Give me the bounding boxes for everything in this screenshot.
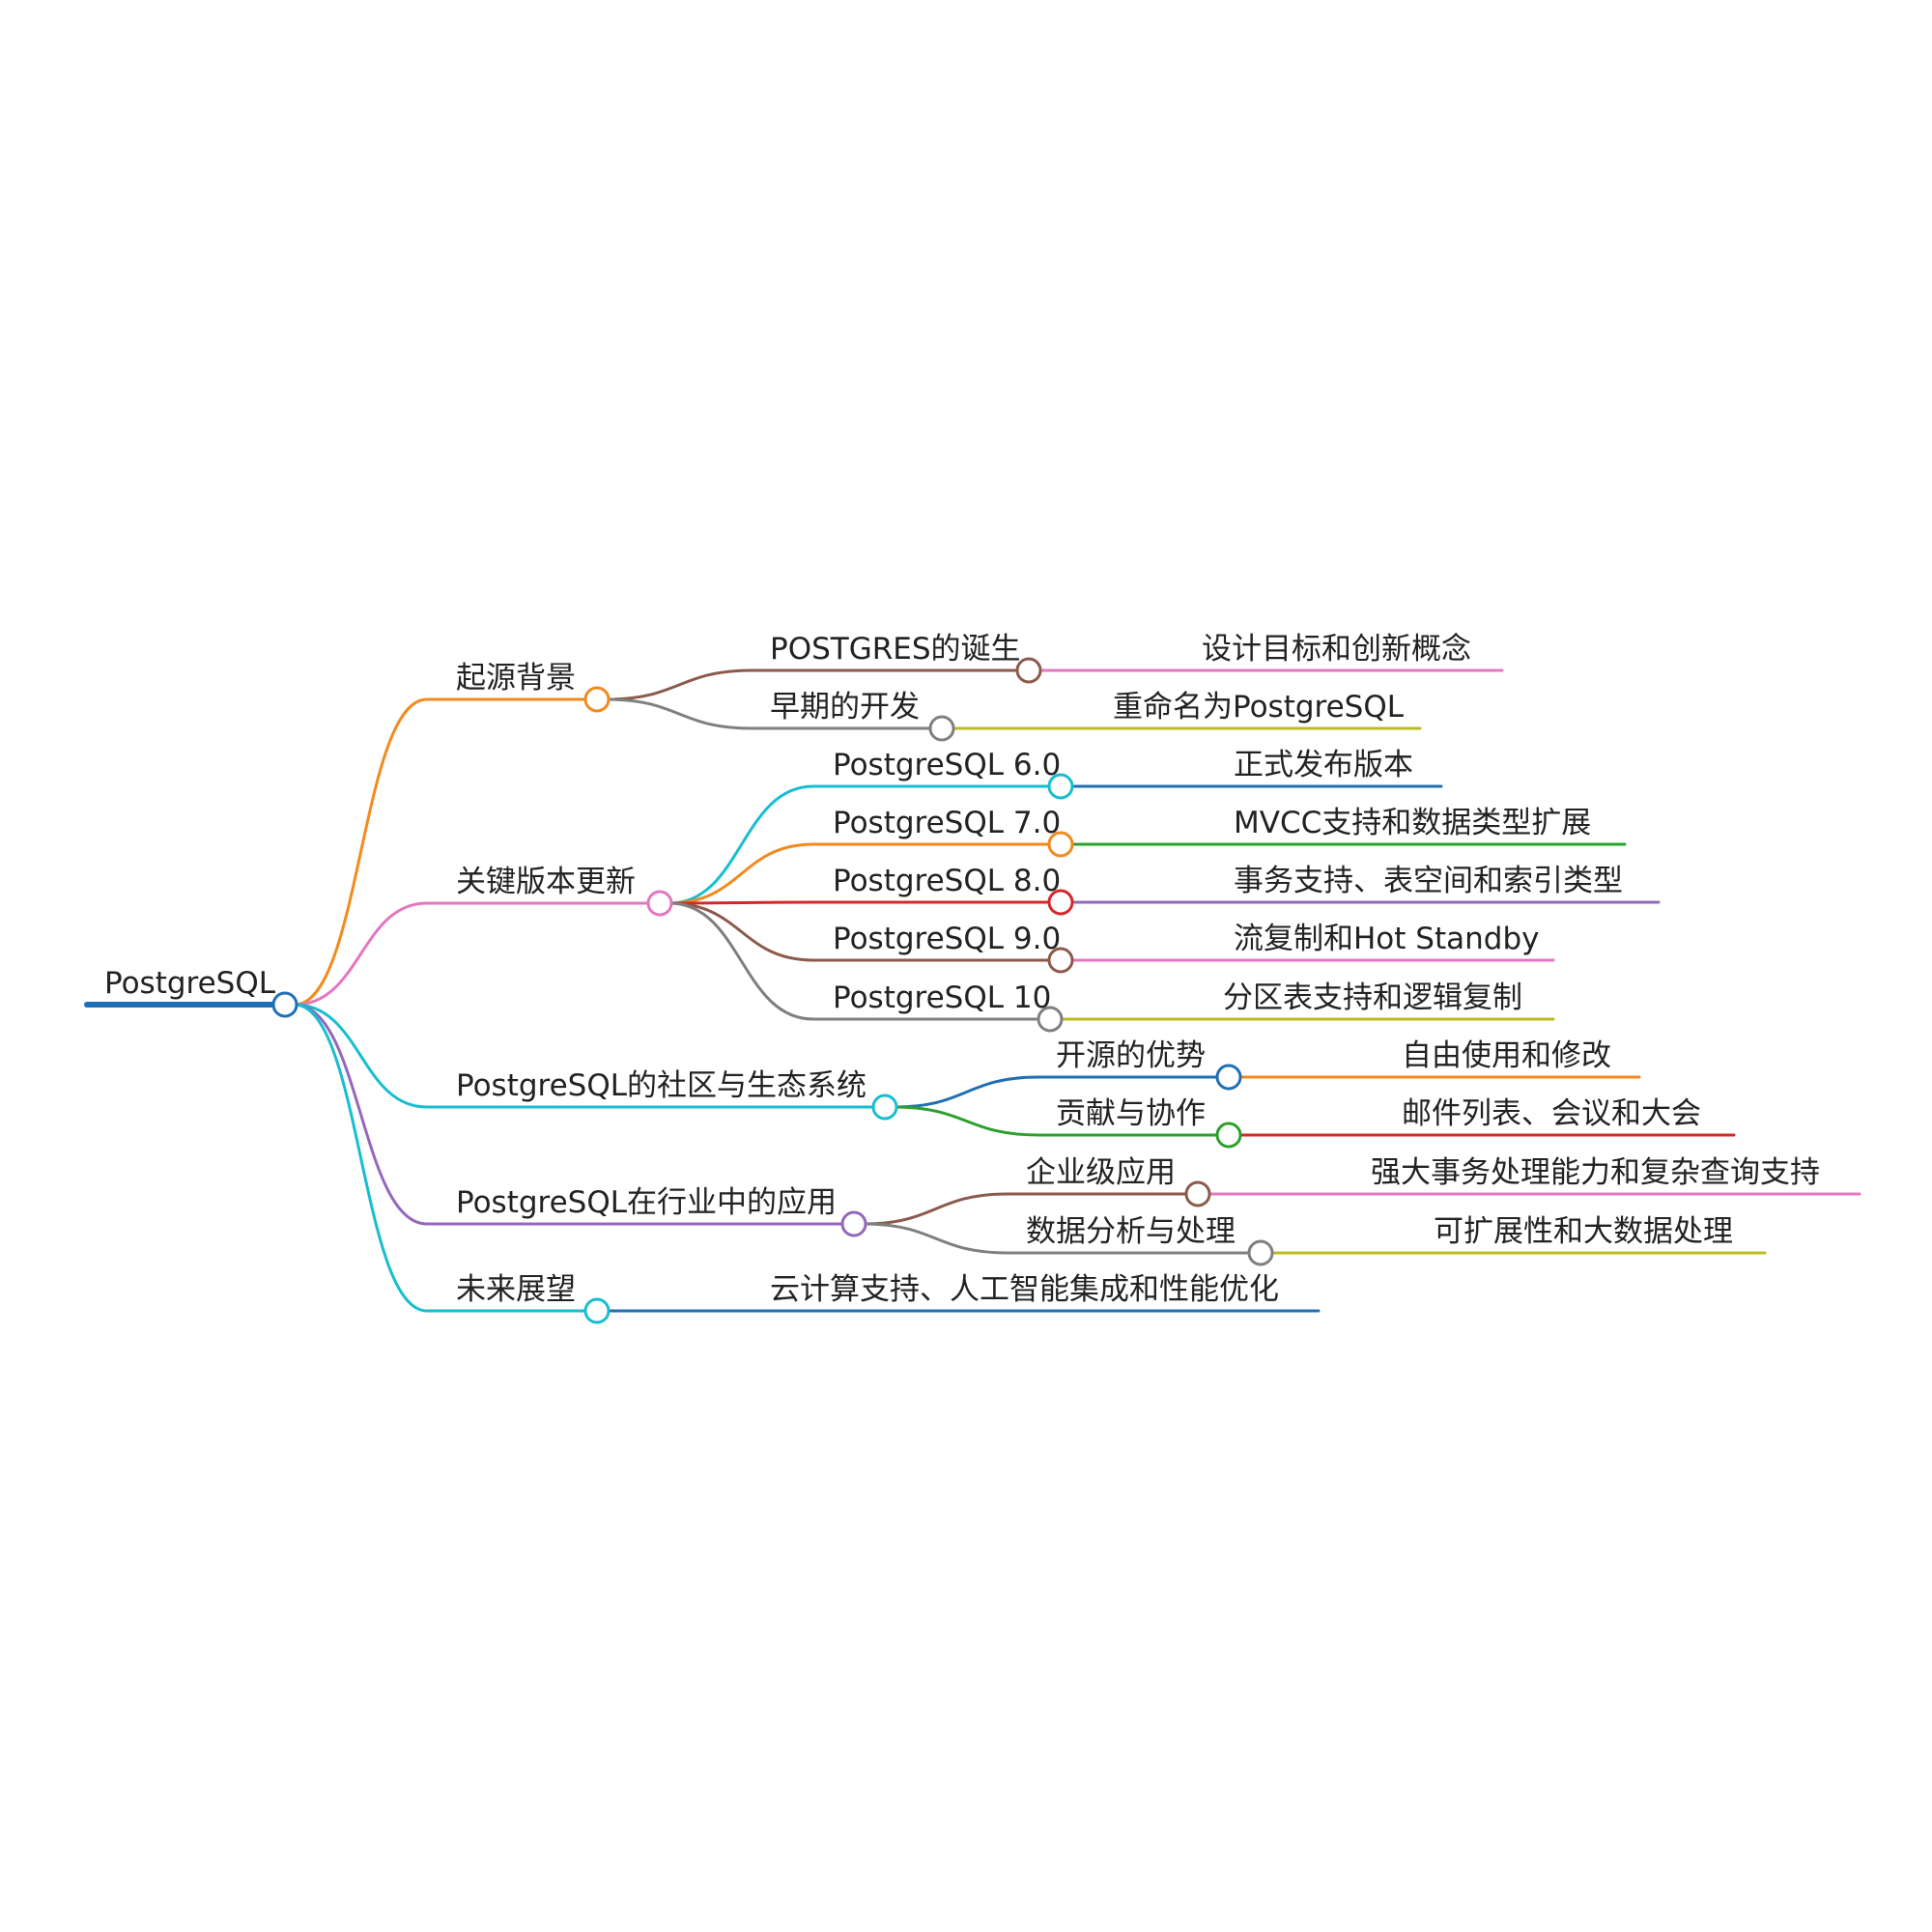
collapse-toggle-icon[interactable] (1047, 831, 1074, 858)
branch-connector (863, 1222, 1009, 1255)
collapse-toggle-icon[interactable] (1015, 657, 1042, 684)
leaf-node-label[interactable]: 重命名为PostgreSQL (1113, 690, 1405, 724)
root-label[interactable]: PostgreSQL (104, 966, 276, 1001)
leaf-node-label[interactable]: 分区表支持和逻辑复制 (1223, 980, 1522, 1015)
branch-connector (863, 1192, 1009, 1226)
branch-node-label[interactable]: PostgreSQL在行业中的应用 (456, 1185, 837, 1220)
branch-connector (668, 784, 814, 905)
leaf-node-label[interactable]: 云计算支持、人工智能集成和性能优化 (770, 1272, 1279, 1307)
branch-node-label[interactable]: PostgreSQL 7.0 (833, 806, 1061, 840)
branch-node-label[interactable]: 开源的优势 (1056, 1038, 1206, 1073)
collapse-toggle-icon[interactable] (928, 715, 955, 742)
branch-connector (294, 901, 428, 1007)
leaf-node-label[interactable]: 强大事务处理能力和复杂查询支持 (1371, 1155, 1820, 1190)
collapse-toggle-icon[interactable] (840, 1210, 867, 1237)
branch-node-label[interactable]: PostgreSQL 6.0 (833, 748, 1061, 782)
mindmap-edges (84, 668, 1861, 1313)
collapse-toggle-icon[interactable] (1047, 947, 1074, 974)
collapse-toggle-icon[interactable] (1047, 773, 1074, 800)
leaf-node-label[interactable]: 自由使用和修改 (1402, 1038, 1611, 1073)
branch-connector (668, 901, 814, 962)
leaf-node-label[interactable]: 设计目标和创新概念 (1202, 632, 1471, 667)
branch-connector (606, 697, 753, 730)
branch-connector (294, 1003, 428, 1313)
collapse-toggle-icon[interactable] (1215, 1064, 1242, 1091)
branch-node-label[interactable]: 数据分析与处理 (1026, 1214, 1236, 1249)
branch-connector (668, 901, 814, 1021)
branch-node-label[interactable]: 早期的开发 (770, 690, 920, 724)
branch-node-label[interactable]: PostgreSQL 8.0 (833, 864, 1061, 898)
leaf-node-label[interactable]: 事务支持、表空间和索引类型 (1234, 864, 1623, 898)
collapse-toggle-icon[interactable] (1247, 1239, 1274, 1266)
collapse-toggle-icon[interactable] (1184, 1180, 1211, 1208)
branch-node-label[interactable]: PostgreSQL 9.0 (833, 922, 1061, 956)
leaf-node-label[interactable]: 邮件列表、会议和大会 (1402, 1096, 1701, 1131)
leaf-node-label[interactable]: 流复制和Hot Standby (1234, 922, 1539, 956)
collapse-toggle-icon[interactable] (583, 686, 611, 713)
branch-node-label[interactable]: PostgreSQL的社区与生态系统 (456, 1068, 867, 1103)
branch-connector (294, 1003, 428, 1226)
leaf-node-label[interactable]: 正式发布版本 (1234, 748, 1413, 782)
branch-node-label[interactable]: 企业级应用 (1026, 1155, 1176, 1190)
branch-node-label[interactable]: PostgreSQL 10 (833, 980, 1051, 1015)
branch-connector (294, 697, 428, 1007)
branch-node-label[interactable]: POSTGRES的诞生 (770, 632, 1021, 667)
collapse-toggle-icon[interactable] (1215, 1122, 1242, 1149)
collapse-toggle-icon[interactable] (1037, 1006, 1064, 1033)
branch-node-label[interactable]: 起源背景 (456, 661, 576, 696)
branch-connector (606, 668, 753, 701)
collapse-toggle-icon[interactable] (871, 1094, 898, 1121)
branch-connector (894, 1105, 1039, 1137)
branch-connector (294, 1003, 428, 1109)
branch-connector (894, 1075, 1039, 1109)
leaf-node-label[interactable]: 可扩展性和大数据处理 (1434, 1214, 1733, 1249)
branch-connector (668, 842, 814, 905)
collapse-toggle-icon[interactable] (271, 991, 298, 1018)
collapse-toggle-icon[interactable] (646, 890, 673, 917)
collapse-toggle-icon[interactable] (1047, 889, 1074, 916)
branch-connector (668, 900, 814, 905)
branch-node-label[interactable]: 贡献与协作 (1056, 1096, 1206, 1131)
branch-node-label[interactable]: 关键版本更新 (456, 865, 636, 899)
leaf-node-label[interactable]: MVCC支持和数据类型扩展 (1234, 806, 1591, 840)
branch-node-label[interactable]: 未来展望 (456, 1272, 576, 1307)
collapse-toggle-icon[interactable] (583, 1297, 611, 1324)
